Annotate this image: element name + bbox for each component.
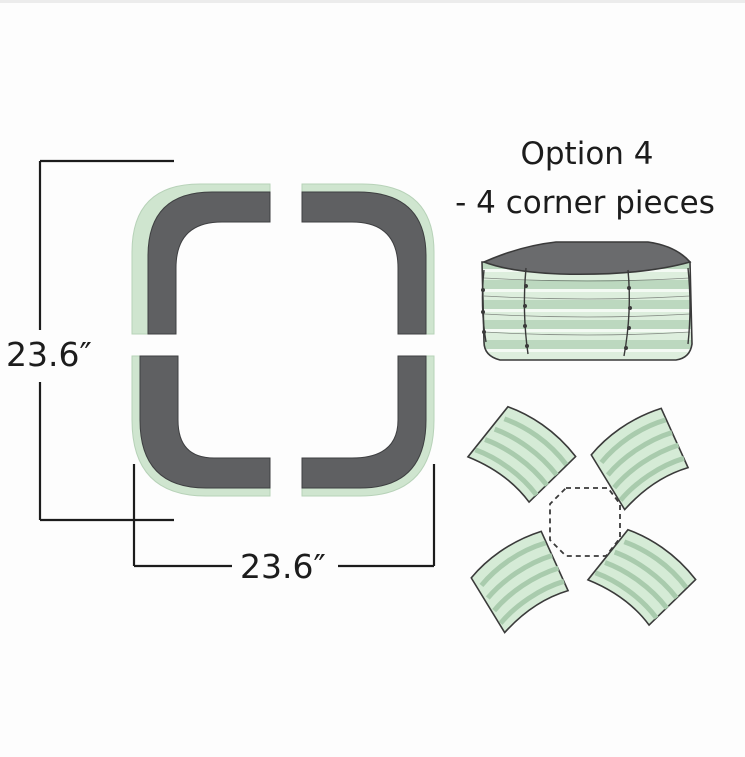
width-dimension: [132, 464, 436, 568]
top-view-corners: [131, 183, 435, 497]
height-dimension: [38, 159, 174, 522]
corner-piece-top-right: [301, 183, 435, 335]
option-subtitle: - 4 corner pieces: [455, 185, 715, 221]
dashed-outline: [549, 487, 621, 557]
exploded-piece-bottom-right: [587, 523, 700, 632]
top-border: [0, 0, 745, 3]
exploded-piece-top-right: [585, 403, 698, 512]
corner-piece-top-left: [131, 183, 271, 335]
corner-piece-bottom-left: [131, 355, 271, 497]
option-title: Option 4: [520, 136, 653, 172]
exploded-piece-top-left: [467, 400, 580, 509]
height-label: 23.6″: [6, 335, 92, 374]
corner-piece-bottom-right: [301, 355, 435, 497]
exploded-piece-bottom-left: [465, 526, 578, 635]
exploded-corner-pieces: [465, 400, 700, 634]
assembled-bed-illustration: [481, 241, 693, 361]
width-label: 23.6″: [240, 547, 326, 586]
